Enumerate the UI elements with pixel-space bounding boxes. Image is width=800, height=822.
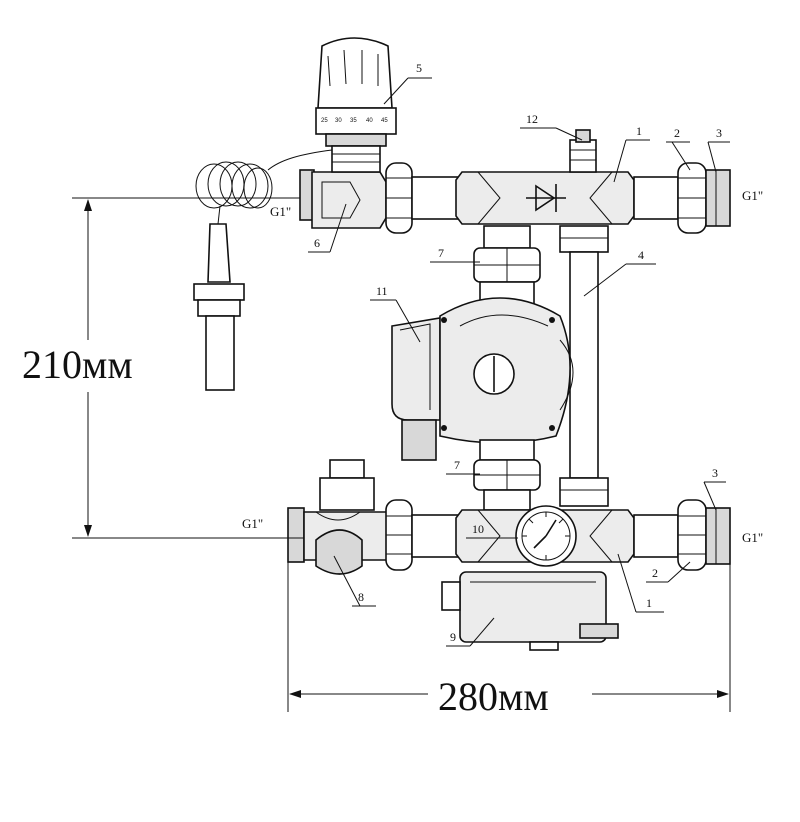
thermostatic-head: 25 30 35 40 45 xyxy=(315,37,397,173)
servo-drive xyxy=(441,571,619,651)
callout-3-top: 3 xyxy=(716,126,722,140)
callout-8: 8 xyxy=(358,590,364,604)
callout-5: 5 xyxy=(416,61,422,75)
thread-label-bottom-left: G1" xyxy=(242,516,263,531)
thread-label-bottom-right: G1" xyxy=(742,530,763,545)
callout-7-top: 7 xyxy=(438,246,444,260)
thermostat-scale-30: 30 xyxy=(335,118,342,124)
callout-11: 11 xyxy=(376,284,388,298)
thermometer-gauge xyxy=(515,505,577,567)
height-dimension xyxy=(72,197,304,539)
callout-1-top: 1 xyxy=(636,124,642,138)
pump-bottom-connector xyxy=(473,439,541,511)
thermostat-scale-45: 45 xyxy=(381,118,388,124)
thread-label-top-left: G1" xyxy=(270,204,291,219)
callout-6: 6 xyxy=(314,236,320,250)
width-dimension xyxy=(287,562,731,712)
callout-12: 12 xyxy=(526,112,538,126)
height-dimension-label: 210мм xyxy=(22,342,133,387)
thermostat-scale-35: 35 xyxy=(350,118,357,124)
thread-label-top-right: G1" xyxy=(742,188,763,203)
bottom-manifold xyxy=(287,459,731,575)
check-valve-icon xyxy=(526,184,566,212)
callout-7-bottom: 7 xyxy=(454,458,460,472)
callout-4: 4 xyxy=(638,248,644,262)
thermostat-scale-25: 25 xyxy=(321,118,328,124)
callout-3-bottom: 3 xyxy=(712,466,718,480)
top-manifold xyxy=(299,129,731,234)
callout-leaders xyxy=(308,77,730,647)
width-dimension-label: 280мм xyxy=(438,674,549,719)
callout-1-bottom: 1 xyxy=(646,596,652,610)
callout-10: 10 xyxy=(472,522,484,536)
callout-2-top: 2 xyxy=(674,126,680,140)
pump-top-connector xyxy=(473,225,541,309)
callout-9: 9 xyxy=(450,630,456,644)
callout-2-bottom: 2 xyxy=(652,566,658,580)
capillary-sensor xyxy=(193,149,333,391)
circulation-pump xyxy=(391,297,574,461)
thermostat-scale-40: 40 xyxy=(366,118,373,124)
